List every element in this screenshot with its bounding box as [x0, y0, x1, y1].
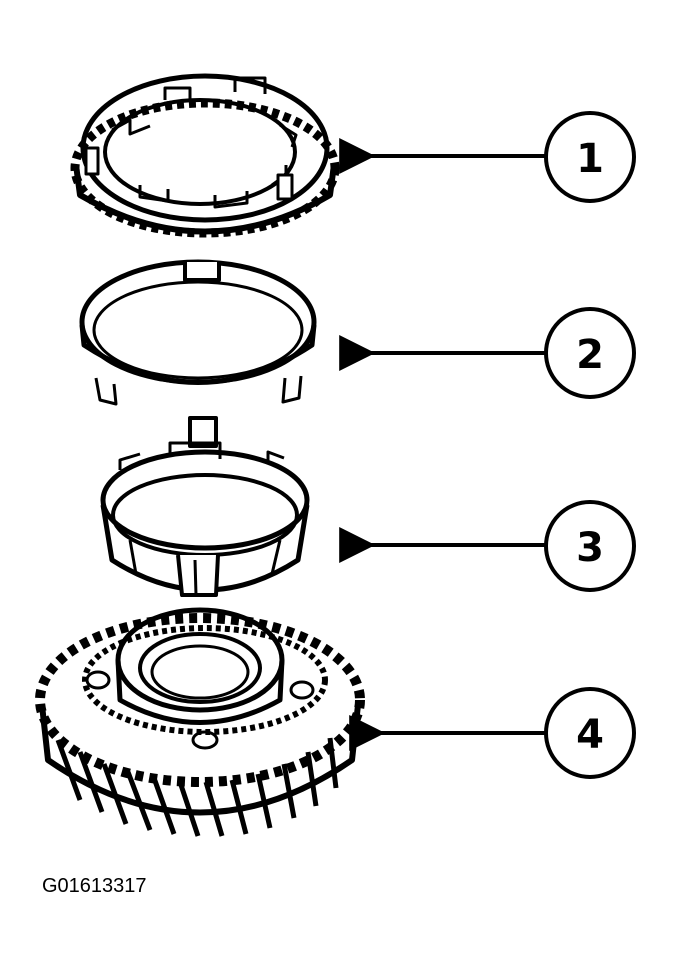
- callout-4: 4: [349, 687, 636, 779]
- callout-1: 1: [339, 111, 636, 203]
- part-1-synchronizer-sleeve: [70, 73, 340, 238]
- callout-4-number: 4: [576, 712, 604, 758]
- part-3-inner-cone-ring: [100, 441, 310, 597]
- callout-4-circle: [544, 687, 636, 779]
- part-2-outer-blocker-ring: [79, 259, 317, 448]
- figure-id-label: G01613317: [42, 875, 147, 897]
- callout-2-number: 2: [576, 332, 604, 378]
- callout-2-circle: [544, 307, 636, 399]
- part-4-helical-gear: [35, 607, 365, 837]
- callout-3: 3: [339, 500, 636, 592]
- callout-1-number: 1: [576, 136, 604, 182]
- callout-3-circle: [544, 500, 636, 592]
- callout-3-number: 3: [576, 525, 604, 571]
- callout-2: 2: [339, 307, 636, 399]
- callout-1-circle: [544, 111, 636, 203]
